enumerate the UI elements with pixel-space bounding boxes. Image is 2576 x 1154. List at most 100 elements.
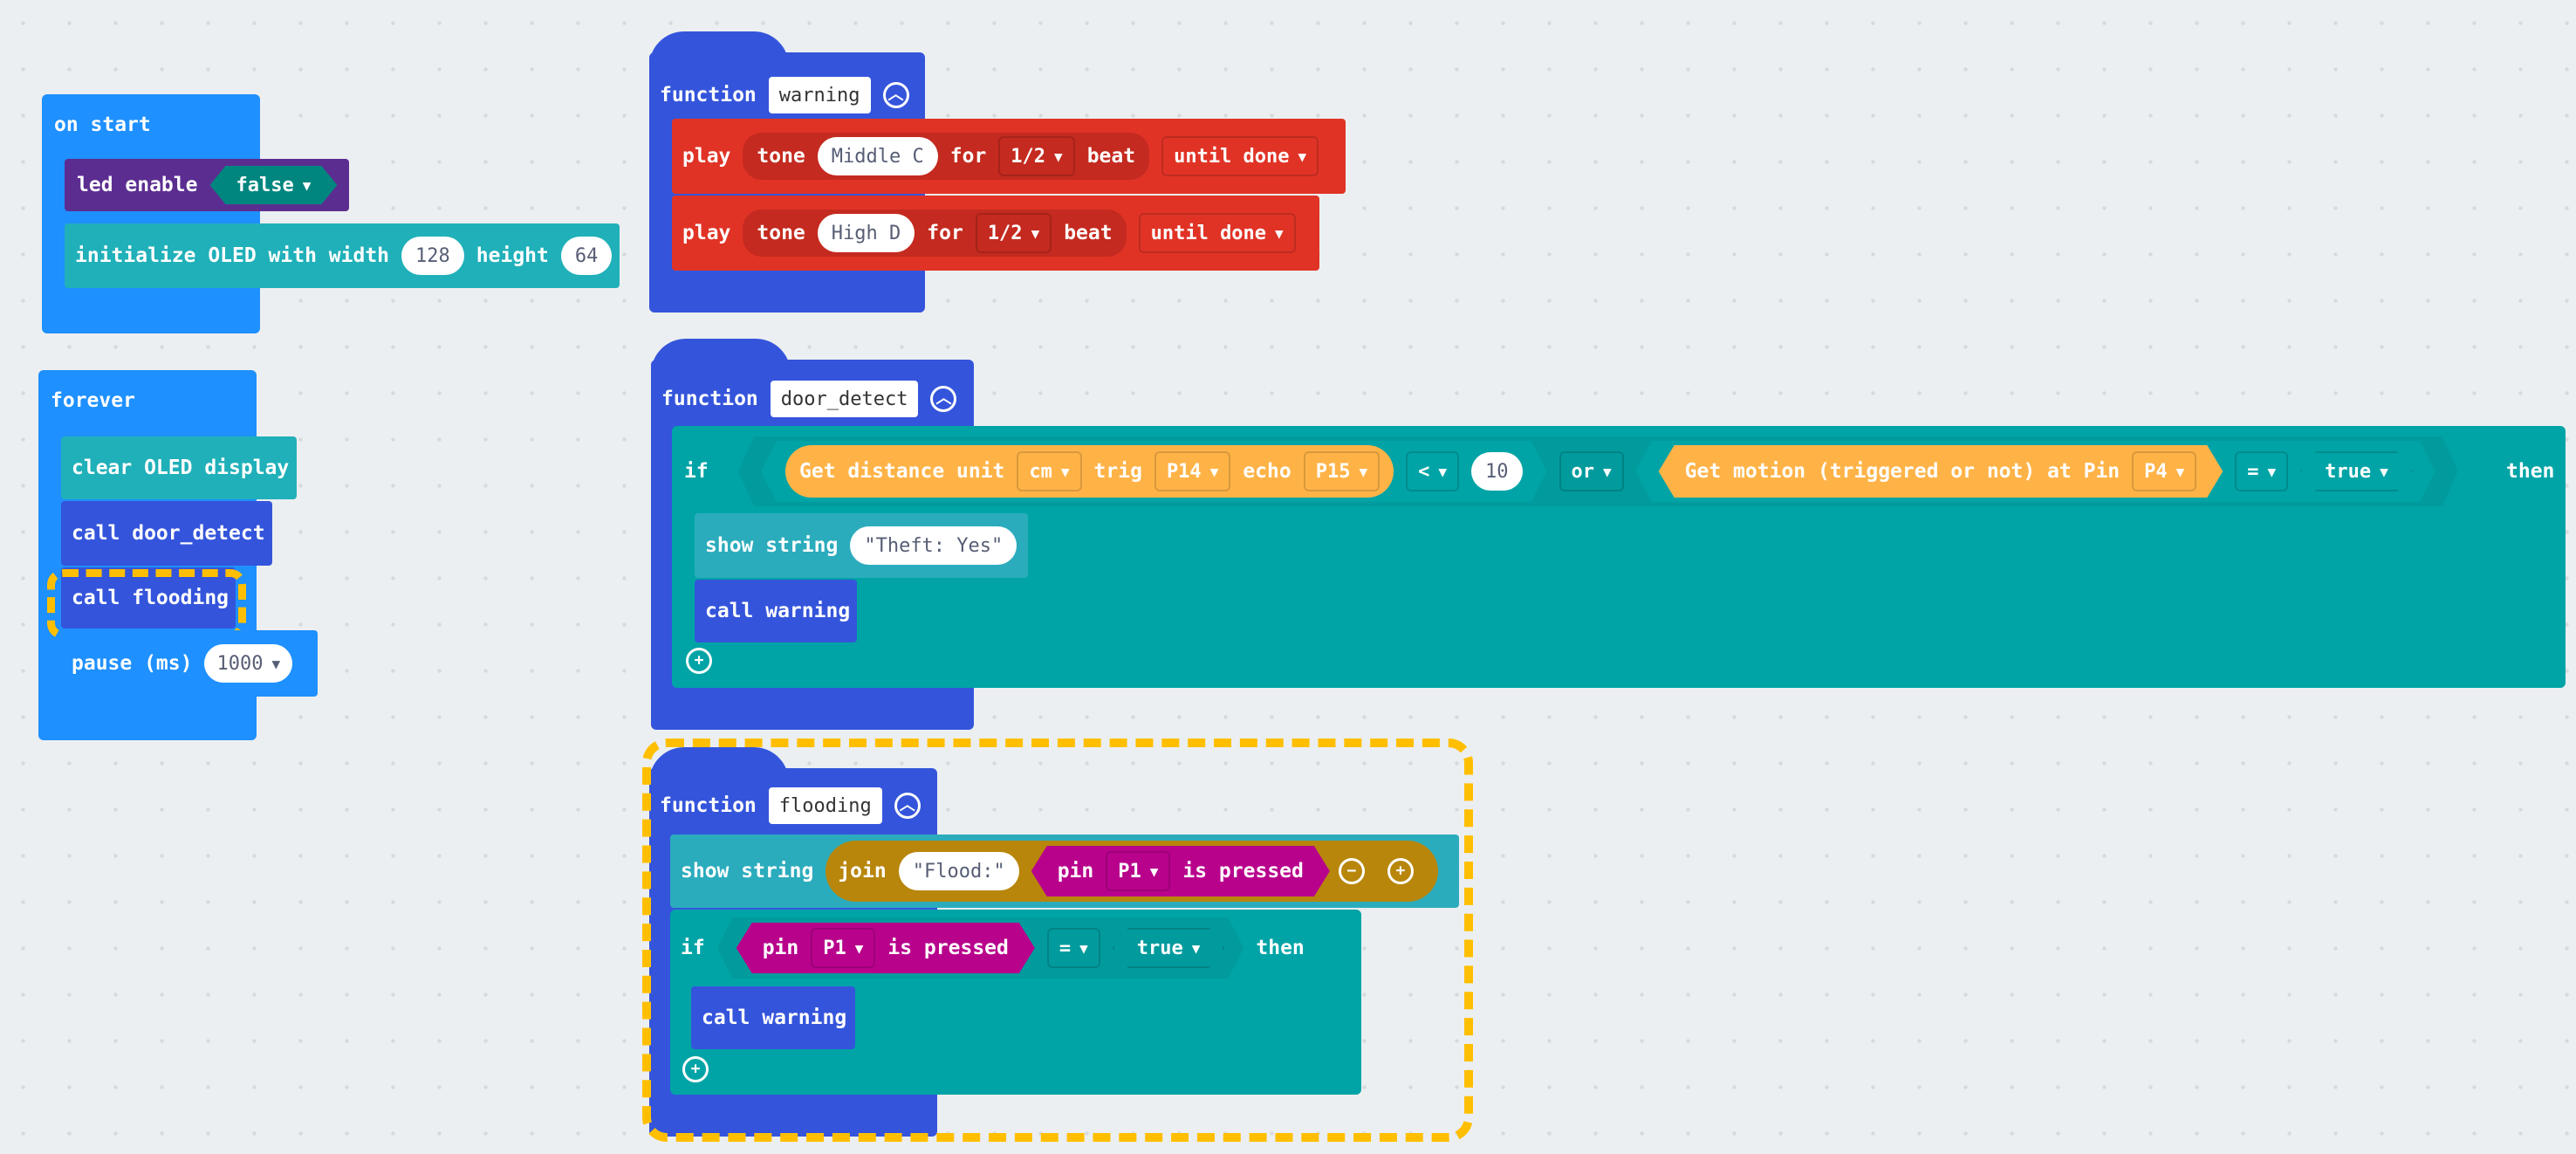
beat-dropdown-2[interactable]: 1/2▼ xyxy=(975,213,1052,253)
pause-input[interactable]: 1000▼ xyxy=(204,644,293,683)
chevron-down-icon: ▼ xyxy=(1031,224,1040,242)
function-name-input[interactable]: warning xyxy=(768,77,871,113)
chevron-down-icon: ▼ xyxy=(2380,463,2388,480)
call-warning-block-2[interactable]: call warning xyxy=(691,986,855,1049)
oled-width-input[interactable]: 128 xyxy=(401,237,464,275)
join-reporter[interactable]: join "Flood: " pin P1▼ is pressed − + xyxy=(826,841,1438,902)
chevron-down-icon: ▼ xyxy=(2267,463,2277,480)
show-string-flood-block[interactable]: show string join "Flood: " pin P1▼ is pr… xyxy=(670,835,1459,908)
note-input-2[interactable]: High D xyxy=(817,214,915,252)
if-block-flood[interactable]: if pin P1▼ is pressed =▼ true▼ then + xyxy=(670,910,1361,1095)
motion-pin-dropdown[interactable]: P4▼ xyxy=(2132,451,2196,491)
chevron-down-icon: ▼ xyxy=(1298,148,1307,165)
if-header-door: if xyxy=(684,426,721,517)
if-header-flood: if pin P1▼ is pressed =▼ true▼ then xyxy=(681,910,1317,986)
function-cap xyxy=(649,747,789,782)
or-condition[interactable]: Get distance unit cm▼ trig P14▼ echo P15… xyxy=(738,436,2458,506)
show-string-label: show string xyxy=(705,534,839,557)
if-keyword: if xyxy=(681,937,705,959)
init-oled-block[interactable]: initialize OLED with width 128 height 64 xyxy=(65,223,620,288)
call-flooding-label: call flooding xyxy=(72,587,230,609)
comparison-dropdown-flood[interactable]: =▼ xyxy=(1047,928,1100,968)
distance-reporter[interactable]: Get distance unit cm▼ trig P14▼ echo P15… xyxy=(785,445,1394,498)
forever-title: forever xyxy=(51,389,135,412)
call-flooding-block[interactable]: call flooding xyxy=(61,567,236,629)
play-label: play xyxy=(682,145,731,168)
chevron-down-icon: ▼ xyxy=(302,176,312,194)
chevron-down-icon: ▼ xyxy=(271,655,281,672)
chevron-down-icon: ▼ xyxy=(1275,224,1284,242)
collapse-icon[interactable]: ︿ xyxy=(930,386,957,412)
flood-equals-condition[interactable]: pin P1▼ is pressed =▼ true▼ xyxy=(717,917,1244,979)
oled-height-input[interactable]: 64 xyxy=(560,237,613,275)
true-dropdown-flood[interactable]: true▼ xyxy=(1113,928,1225,968)
equals-condition[interactable]: Get motion (triggered or not) at Pin P4▼… xyxy=(1636,441,2436,502)
then-keyword: then xyxy=(2506,460,2555,483)
show-string-theft-block[interactable]: show string "Theft: Yes" xyxy=(695,513,1028,578)
less-than-condition[interactable]: Get distance unit cm▼ trig P14▼ echo P15… xyxy=(761,441,1547,502)
flood-text-input[interactable]: "Flood: " xyxy=(898,852,1019,890)
call-door-detect-block[interactable]: call door_detect xyxy=(61,501,272,566)
function-name-input[interactable]: flooding xyxy=(768,787,882,824)
pin-pressed-reporter-2[interactable]: pin P1▼ is pressed xyxy=(736,923,1035,973)
threshold-input[interactable]: 10 xyxy=(1471,452,1523,491)
led-enable-dropdown[interactable]: false▼ xyxy=(209,166,337,204)
show-string-label: show string xyxy=(681,860,814,883)
function-warning-header: function warning ︿ xyxy=(660,65,921,126)
call-warning-block-1[interactable]: call warning xyxy=(695,580,857,642)
pin-pressed-reporter-1[interactable]: pin P1▼ is pressed xyxy=(1031,846,1330,896)
add-else-icon[interactable]: + xyxy=(682,1056,709,1082)
tone-reporter-1[interactable]: tone Middle C for 1/2▼ beat xyxy=(743,133,1150,180)
init-oled-height-label: height xyxy=(476,244,549,267)
chevron-down-icon: ▼ xyxy=(1438,463,1447,480)
play-tone-block-1[interactable]: play tone Middle C for 1/2▼ beat until d… xyxy=(672,119,1346,194)
collapse-icon[interactable]: ︿ xyxy=(882,82,909,108)
function-door-detect-header: function door_detect ︿ xyxy=(661,368,969,429)
play-tone-block-2[interactable]: play tone High D for 1/2▼ beat until don… xyxy=(672,196,1319,271)
until-done-dropdown-1[interactable]: until done▼ xyxy=(1161,136,1319,176)
pin-dropdown-2[interactable]: P1▼ xyxy=(811,928,875,968)
remove-input-icon[interactable]: − xyxy=(1338,858,1365,884)
call-warning-label: call warning xyxy=(702,1006,847,1029)
echo-pin-dropdown[interactable]: P15▼ xyxy=(1304,451,1380,491)
tone-reporter-2[interactable]: tone High D for 1/2▼ beat xyxy=(743,210,1127,257)
chevron-down-icon: ▼ xyxy=(1603,463,1612,480)
or-dropdown[interactable]: or▼ xyxy=(1559,451,1624,491)
add-else-icon[interactable]: + xyxy=(686,648,712,674)
function-keyword: function xyxy=(660,84,757,106)
chevron-down-icon: ▼ xyxy=(1054,148,1063,165)
chevron-down-icon: ▼ xyxy=(1359,463,1368,480)
led-enable-block[interactable]: led enable false▼ xyxy=(65,159,350,211)
function-keyword: function xyxy=(661,388,758,410)
function-flooding-header: function flooding ︿ xyxy=(660,775,933,836)
if-keyword: if xyxy=(684,460,709,483)
trig-pin-dropdown[interactable]: P14▼ xyxy=(1154,451,1230,491)
function-cap xyxy=(649,31,789,66)
motion-reporter[interactable]: Get motion (triggered or not) at Pin P4▼ xyxy=(1659,445,2223,498)
note-input-1[interactable]: Middle C xyxy=(817,137,938,175)
chevron-down-icon: ▼ xyxy=(2175,463,2185,480)
chevron-down-icon: ▼ xyxy=(1209,463,1219,480)
chevron-down-icon: ▼ xyxy=(1149,862,1159,880)
on-start-block[interactable]: on start xyxy=(42,94,260,333)
until-done-dropdown-2[interactable]: until done▼ xyxy=(1138,213,1296,253)
theft-text-input[interactable]: "Theft: Yes" xyxy=(850,526,1017,565)
comparison-dropdown-lt[interactable]: <▼ xyxy=(1406,451,1459,491)
pause-label: pause (ms) xyxy=(72,652,193,675)
clear-oled-block[interactable]: clear OLED display xyxy=(61,436,297,499)
unit-dropdown[interactable]: cm▼ xyxy=(1017,451,1081,491)
chevron-down-icon: ▼ xyxy=(854,939,864,957)
then-keyword: then xyxy=(1256,937,1305,959)
collapse-icon[interactable]: ︿ xyxy=(894,793,921,819)
true-dropdown[interactable]: true▼ xyxy=(2300,451,2413,491)
function-keyword: function xyxy=(660,794,757,817)
function-name-input[interactable]: door_detect xyxy=(770,381,919,417)
add-input-icon[interactable]: + xyxy=(1387,858,1414,884)
led-enable-label: led enable xyxy=(77,174,198,196)
comparison-dropdown-eq[interactable]: =▼ xyxy=(2235,451,2288,491)
pin-dropdown-1[interactable]: P1▼ xyxy=(1106,851,1170,891)
clear-oled-label: clear OLED display xyxy=(72,457,290,479)
pause-block[interactable]: pause (ms) 1000▼ xyxy=(61,630,318,697)
chevron-down-icon: ▼ xyxy=(1079,939,1088,957)
beat-dropdown-1[interactable]: 1/2▼ xyxy=(998,136,1075,176)
